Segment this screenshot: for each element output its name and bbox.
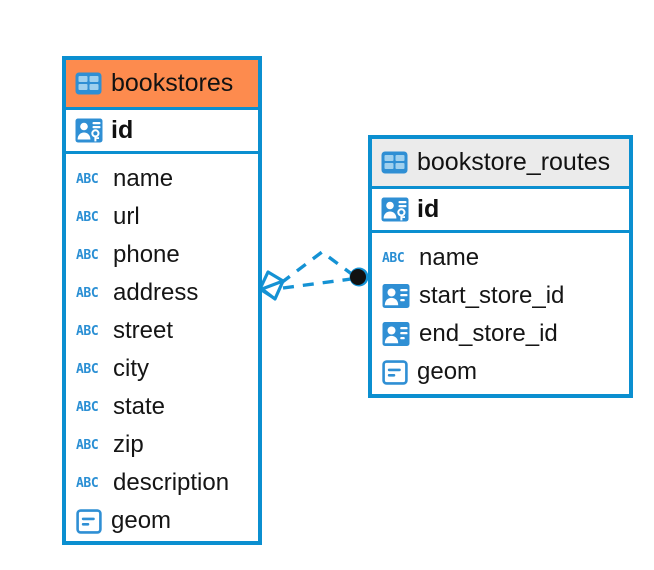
entity-title: bookstore_routes <box>417 148 611 176</box>
geometry-type-icon <box>76 508 102 534</box>
field-row[interactable]: ABC city <box>66 350 258 388</box>
field-row[interactable]: ABC street <box>66 312 258 350</box>
primary-key-row[interactable]: id <box>66 107 258 154</box>
field-label: description <box>113 469 230 496</box>
table-icon <box>381 151 408 174</box>
primary-key-label: id <box>111 116 134 144</box>
text-type-icon: ABC <box>76 247 99 263</box>
relationship-edge-lower <box>282 277 352 290</box>
text-type-icon: ABC <box>382 250 405 266</box>
field-label: url <box>113 203 140 230</box>
field-row[interactable]: ABC zip <box>66 426 258 464</box>
filled-circle-marker <box>349 267 369 287</box>
field-row[interactable]: end_store_id <box>372 315 629 353</box>
field-row[interactable]: ABC name <box>372 239 629 277</box>
field-row[interactable]: ABC name <box>66 160 258 198</box>
field-label: geom <box>417 358 478 385</box>
text-type-icon: ABC <box>76 437 99 453</box>
primary-key-icon <box>75 117 103 144</box>
table-icon <box>75 72 102 95</box>
field-label: address <box>113 279 199 306</box>
text-type-icon: ABC <box>76 323 99 339</box>
field-row[interactable]: ABC url <box>66 198 258 236</box>
field-label: city <box>113 355 149 382</box>
geometry-type-icon <box>382 359 408 385</box>
field-label: name <box>419 244 480 271</box>
field-row[interactable]: ABC state <box>66 388 258 426</box>
field-label: street <box>113 317 174 344</box>
entity-title: bookstores <box>111 69 234 97</box>
field-label: start_store_id <box>419 282 565 309</box>
text-type-icon: ABC <box>76 209 99 225</box>
relationship-edge-upper <box>279 249 355 285</box>
field-label: end_store_id <box>419 320 558 347</box>
foreign-key-icon <box>382 321 410 347</box>
field-label: phone <box>113 241 180 268</box>
field-label: geom <box>111 507 172 534</box>
primary-key-row[interactable]: id <box>372 186 629 233</box>
field-row[interactable]: geom <box>66 502 258 540</box>
text-type-icon: ABC <box>76 399 99 415</box>
entity-header-bookstores[interactable]: bookstores <box>66 60 258 107</box>
entity-header-bookstore-routes[interactable]: bookstore_routes <box>372 139 629 186</box>
field-label: name <box>113 165 174 192</box>
field-row[interactable]: start_store_id <box>372 277 629 315</box>
field-label: zip <box>113 431 144 458</box>
primary-key-label: id <box>417 195 440 223</box>
field-row[interactable]: ABC description <box>66 464 258 502</box>
foreign-key-icon <box>382 283 410 309</box>
text-type-icon: ABC <box>76 361 99 377</box>
text-type-icon: ABC <box>76 171 99 187</box>
field-row[interactable]: ABC phone <box>66 236 258 274</box>
text-type-icon: ABC <box>76 475 99 491</box>
field-row[interactable]: geom <box>372 353 629 391</box>
entity-bookstore-routes[interactable]: bookstore_routes id ABC name start_store_i… <box>368 135 633 398</box>
field-row[interactable]: ABC address <box>66 274 258 312</box>
primary-key-icon <box>381 196 409 223</box>
diamond-marker <box>258 270 285 301</box>
field-label: state <box>113 393 166 420</box>
text-type-icon: ABC <box>76 285 99 301</box>
